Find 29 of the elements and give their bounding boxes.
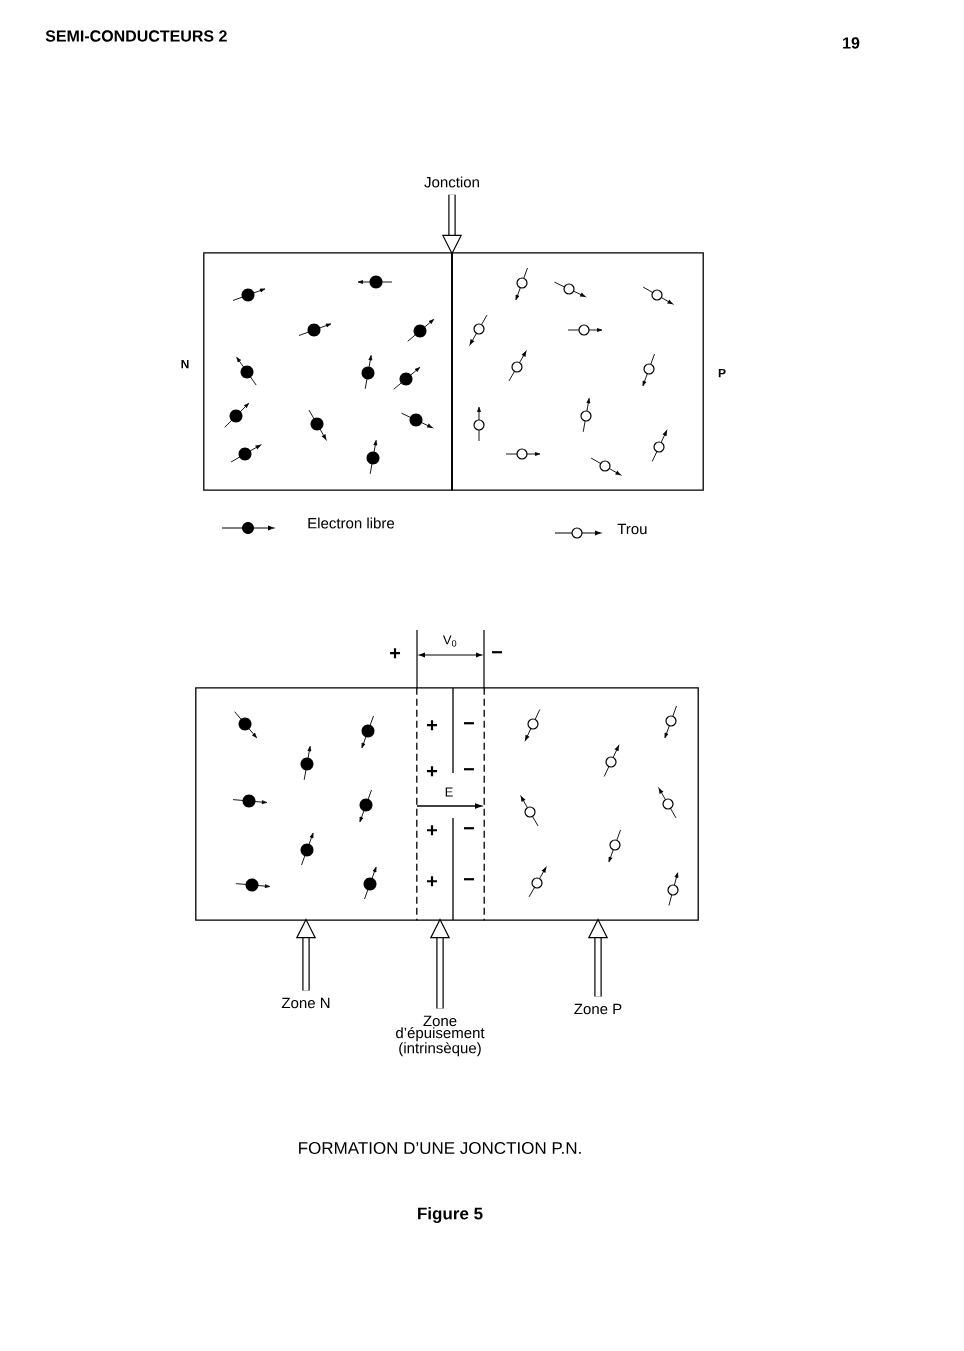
text-label: Zone P [574, 1003, 622, 1015]
charge-sign: − [464, 768, 474, 771]
region-letter: P [718, 368, 726, 378]
running-header: SEMI-CONDUCTEURS 2 [45, 30, 227, 42]
text-label: Zone d’épuisement (intrinsèque) [396, 1015, 485, 1057]
charge-sign: + [427, 825, 438, 836]
charge-sign: − [464, 878, 474, 881]
charge-sign: − [464, 827, 474, 830]
caption: FORMATION D’UNE JONCTION P.N. [299, 1142, 581, 1155]
region-box [203, 252, 453, 491]
charge-sign: − [464, 722, 474, 725]
region-box [451, 252, 704, 491]
text-label: Jonction [424, 176, 479, 188]
text-label: Zone N [281, 997, 330, 1009]
legend-label: Electron libre [308, 517, 395, 529]
depletion-zone [416, 687, 485, 921]
symbol-label: V$_{0}$ [442, 635, 457, 647]
page-number: 19 [843, 37, 860, 49]
figure-number: Figure 5 [418, 1207, 483, 1223]
region-box [483, 687, 699, 921]
charge-sign: + [427, 720, 438, 731]
legend-label: Trou [617, 523, 647, 535]
region-box [195, 687, 418, 921]
charge-sign: − [492, 651, 502, 654]
charge-sign: + [427, 766, 438, 777]
region-letter: N [181, 359, 189, 369]
charge-sign: + [390, 648, 401, 659]
charge-sign: + [427, 876, 438, 887]
symbol-label: E [445, 787, 453, 797]
